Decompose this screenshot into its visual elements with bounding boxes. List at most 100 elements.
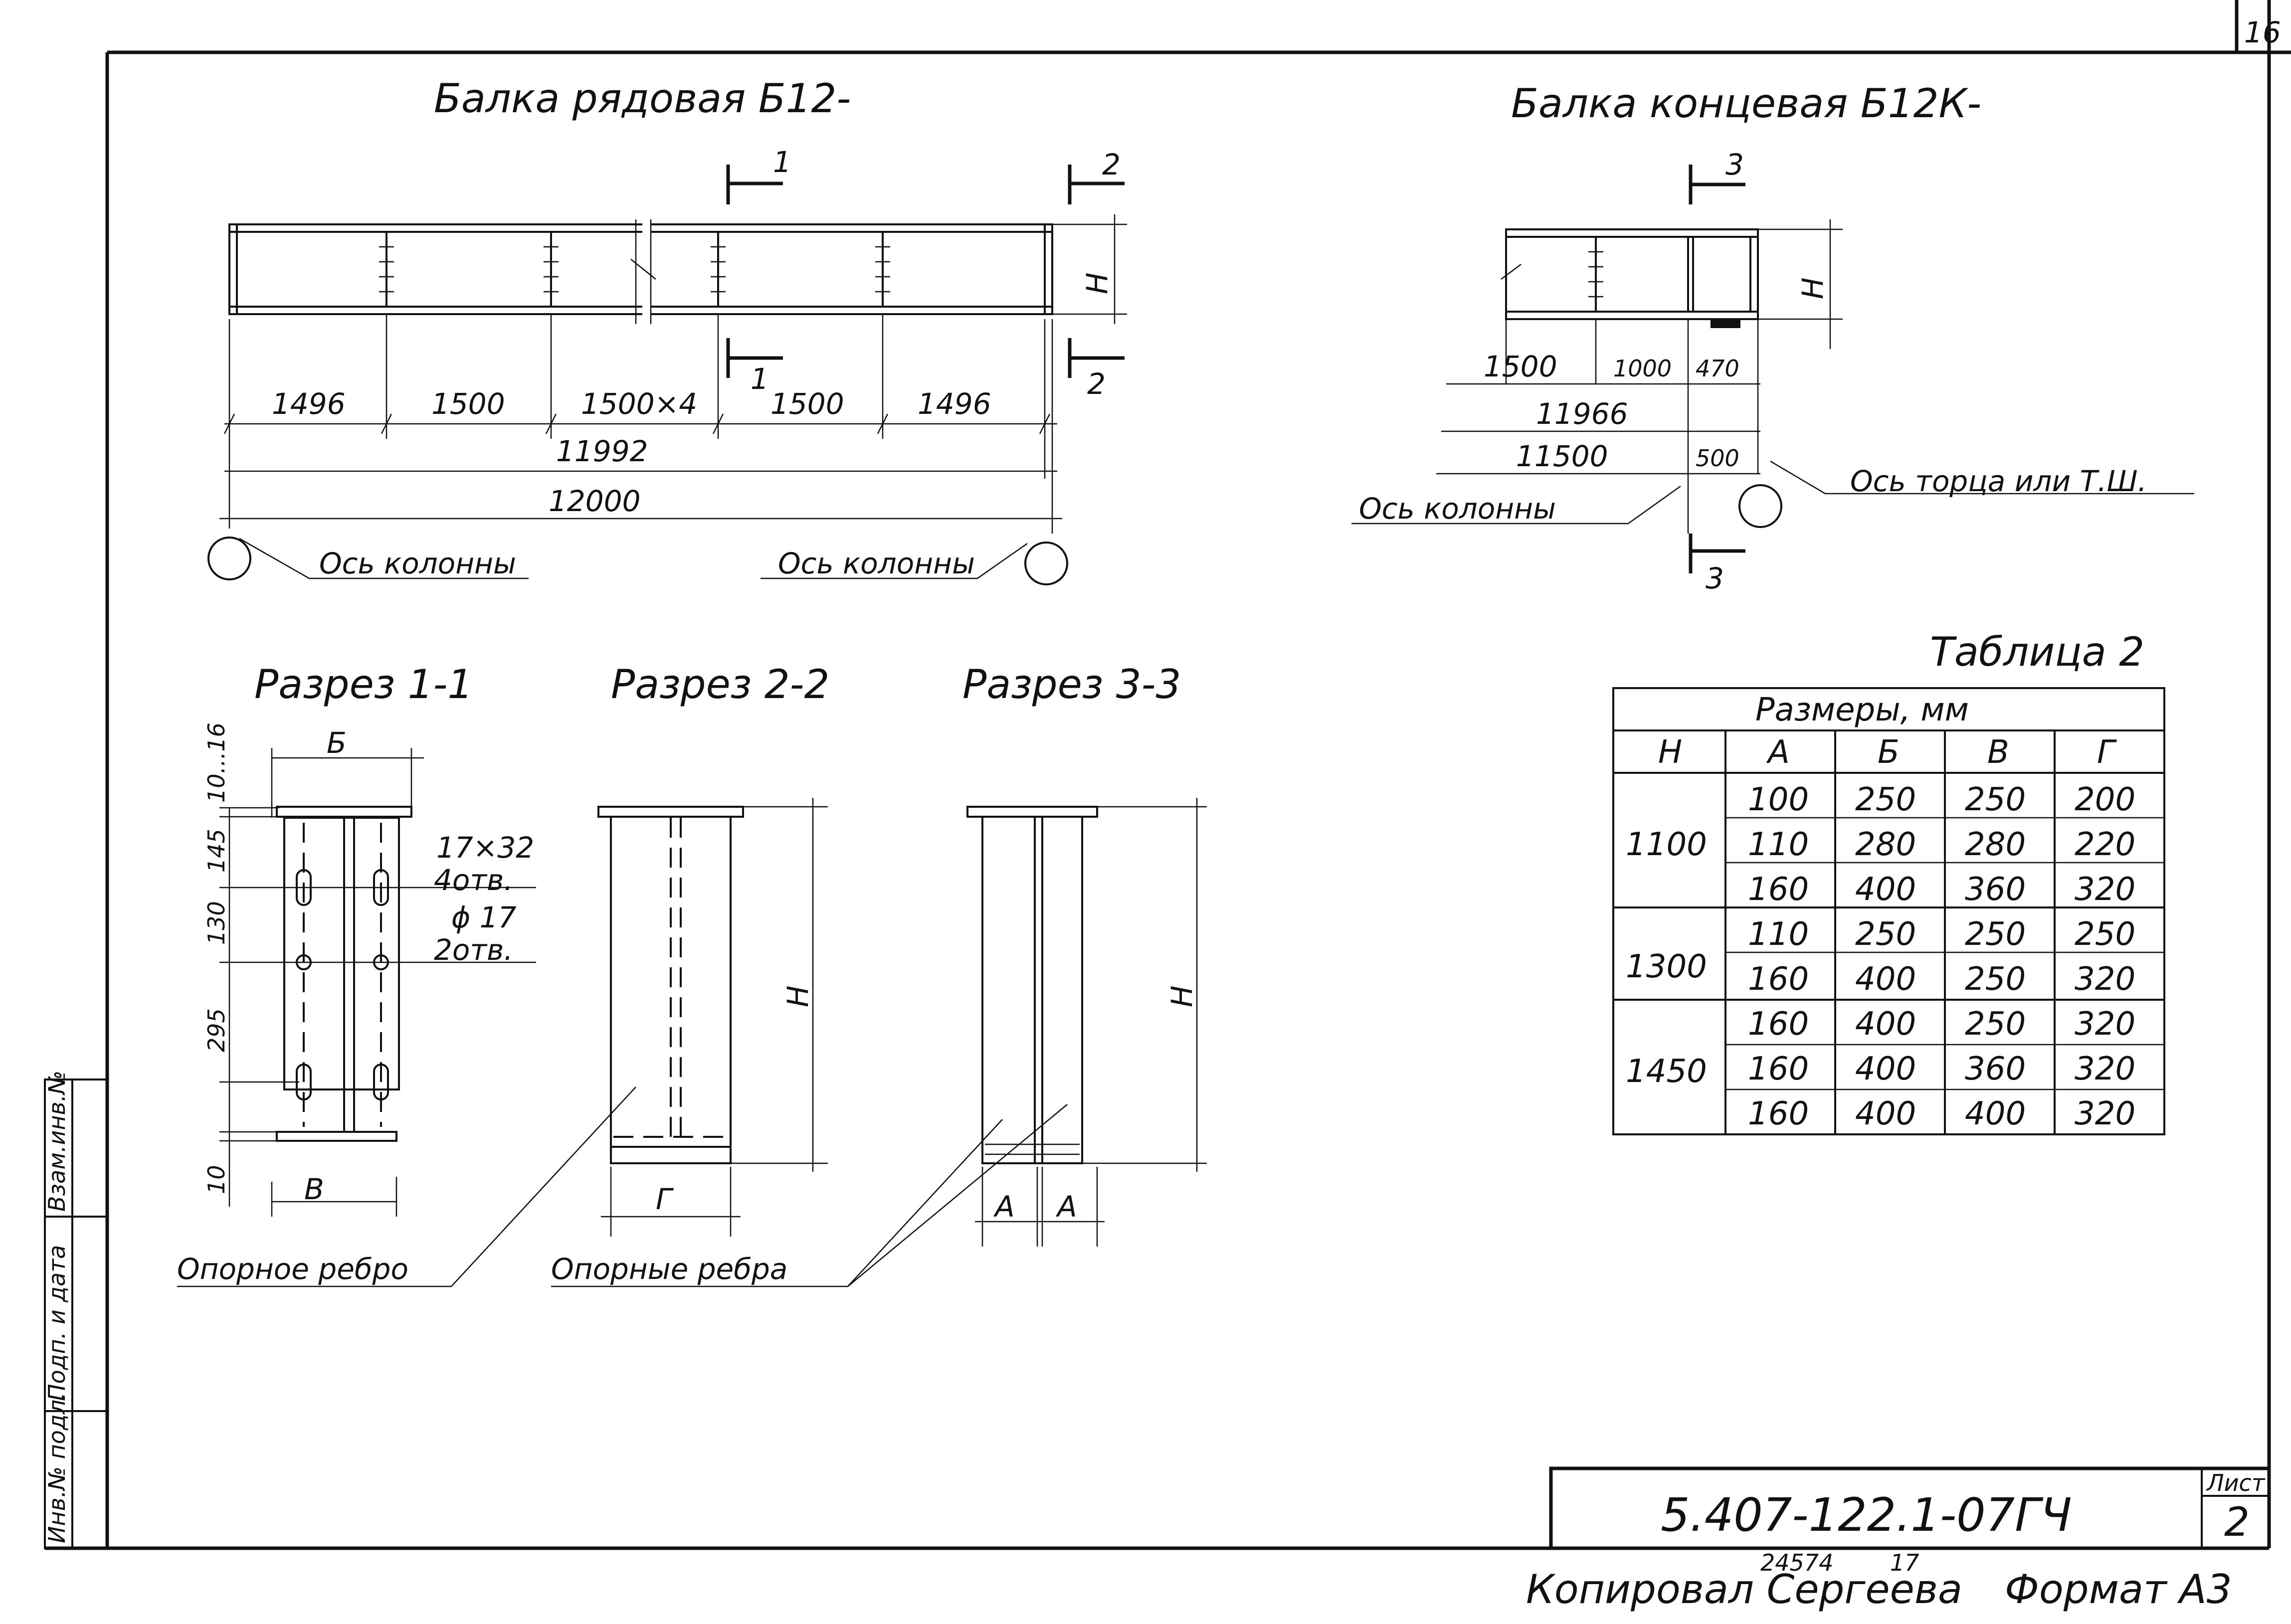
dim-1500-b: 1500: [770, 387, 844, 421]
table-h-1450: 1450: [1626, 1053, 1707, 1090]
axis-label-left: Ось колонны: [319, 546, 516, 580]
table-cell: 160: [1748, 871, 1809, 908]
section-3-height-label: H: [1165, 985, 1199, 1007]
dim-1500-a: 1500: [431, 387, 505, 421]
dim-1496-right: 1496: [918, 387, 991, 421]
table-cell: 110: [1748, 826, 1809, 863]
section-mark-1-top: 1: [773, 145, 791, 179]
dim-1496-left: 1496: [272, 387, 346, 421]
section-1-bottom-label: В: [304, 1172, 324, 1206]
section-2-2: Разрез 2-2 H Г Опорные ребра: [551, 661, 1068, 1287]
sheet-frame: 16: [45, 0, 2291, 1550]
axis-label-column: Ось колонны: [1359, 492, 1556, 526]
section-1-top-label: Б: [327, 726, 347, 760]
dim-1000: 1000: [1613, 355, 1672, 382]
section-2-rib-label: Опорные ребра: [551, 1252, 787, 1286]
beam-row-height-label: H: [1080, 272, 1114, 294]
table-cell: 200: [2075, 781, 2135, 818]
stamp-number: 17: [1890, 1549, 1919, 1576]
section-1-1: Разрез 1-1 Б В 10...16 145 130 295 10 17…: [177, 661, 636, 1287]
table-cell: 320: [2075, 1095, 2135, 1132]
col-header-g: Г: [2097, 734, 2117, 771]
section-mark-2-bottom: 2: [1087, 367, 1106, 401]
dim-11500: 11500: [1516, 439, 1608, 473]
table-cell: 250: [1965, 961, 2026, 998]
table-cell: 160: [1748, 961, 1809, 998]
copied-by: Копировал Сергеева: [1526, 1566, 1962, 1613]
dim-1500x4: 1500×4: [581, 387, 697, 421]
beam-row-elevation: Балка рядовая Б12- 1 2 1 2 H 149: [207, 75, 1127, 585]
table-2: Таблица 2 Размеры, мм H А Б В Г 1100 130…: [1612, 629, 2165, 1135]
table-grid: [1612, 687, 2165, 1135]
vdim-295: 295: [203, 1008, 230, 1052]
side-label-replace: Взам.инв.№: [43, 1071, 70, 1212]
table-group-header: Размеры, мм: [1755, 692, 1969, 728]
section-mark-3-top: 3: [1725, 148, 1744, 181]
table-cell: 320: [2075, 871, 2135, 908]
dim-500: 500: [1696, 445, 1739, 472]
table-cell: 250: [1855, 781, 1916, 818]
table-cell: 220: [2075, 826, 2135, 863]
dim-11992: 11992: [556, 434, 648, 468]
col-header-b: Б: [1878, 734, 1900, 771]
table-cell: 320: [2075, 1051, 2135, 1087]
stamp-digits: 24574: [1760, 1549, 1833, 1576]
table-cell: 400: [1965, 1095, 2026, 1132]
table-h-1300: 1300: [1626, 948, 1707, 985]
section-3-3: Разрез 3-3 H А А: [962, 661, 1207, 1247]
table-cell: 160: [1748, 1051, 1809, 1087]
hole-note-round-size: ϕ 17: [451, 901, 517, 934]
drawing-code: 5.407-122.1-07ГЧ: [1661, 1488, 2072, 1542]
table-cell: 250: [1965, 1006, 2026, 1043]
dim-1500: 1500: [1484, 350, 1557, 383]
dim-470: 470: [1696, 355, 1739, 382]
table-cell: 400: [1855, 1051, 1916, 1087]
axis-label-end: Ось торца или Т.Ш.: [1850, 464, 2147, 498]
side-label-inventory: Инв.№ подл.: [43, 1392, 70, 1543]
table-cell: 360: [1965, 1051, 2026, 1087]
table-cell: 250: [1965, 916, 2026, 953]
sheet-number-top: 16: [2244, 15, 2281, 49]
section-1-rib-label: Опорное ребро: [177, 1252, 408, 1286]
section-3-title: Разрез 3-3: [962, 661, 1181, 708]
section-2-bottom-label: Г: [656, 1182, 674, 1216]
vdim-10-16: 10...16: [203, 722, 230, 803]
beam-end-title: Балка концевая Б12К-: [1511, 80, 1981, 127]
table-cell: 160: [1748, 1095, 1809, 1132]
beam-end-elevation: Балка концевая Б12К- 3 3 H 1500 1000 470…: [1351, 80, 2194, 595]
table-cell: 110: [1748, 916, 1809, 953]
section-mark-3-bottom: 3: [1706, 561, 1724, 595]
beam-end-height-label: H: [1796, 277, 1830, 299]
list-number: 2: [2224, 1499, 2250, 1545]
col-header-h: H: [1658, 734, 1682, 771]
table-cell: 400: [1855, 871, 1916, 908]
table-cell: 400: [1855, 1006, 1916, 1043]
hole-note-round-count: 2отв.: [434, 933, 513, 967]
beam-row-title: Балка рядовая Б12-: [434, 75, 851, 122]
table-cell: 400: [1855, 961, 1916, 998]
section-3-bottom-label-left: А: [993, 1190, 1015, 1224]
vdim-145: 145: [203, 829, 230, 873]
side-label-signature: Подп. и дата: [43, 1245, 70, 1401]
col-header-v: В: [1987, 734, 2009, 771]
stiffener-bolts: [379, 232, 890, 307]
title-block: 5.407-122.1-07ГЧ Лист 2 Копировал Сергее…: [1526, 1466, 2269, 1613]
table-cell: 360: [1965, 871, 2026, 908]
section-2-title: Разрез 2-2: [611, 661, 829, 708]
table-cell: 320: [2075, 1006, 2135, 1043]
vdim-10: 10: [203, 1165, 230, 1194]
section-mark-1-bottom: 1: [751, 362, 769, 396]
table-cell: 250: [1855, 916, 1916, 953]
table-cell: 250: [1965, 781, 2026, 818]
col-header-a: А: [1766, 734, 1790, 771]
dim-12000: 12000: [549, 484, 641, 518]
format-label: Формат А3: [2005, 1566, 2232, 1613]
side-stamp: Взам.инв.№ Подп. и дата Инв.№ подл.: [43, 1071, 108, 1549]
table-cell: 280: [1965, 826, 2026, 863]
section-1-holes: [296, 823, 389, 1127]
section-mark-2-top: 2: [1102, 148, 1121, 181]
table-cell: 400: [1855, 1095, 1916, 1132]
vdim-130: 130: [203, 901, 230, 945]
table-cell: 100: [1748, 781, 1809, 818]
